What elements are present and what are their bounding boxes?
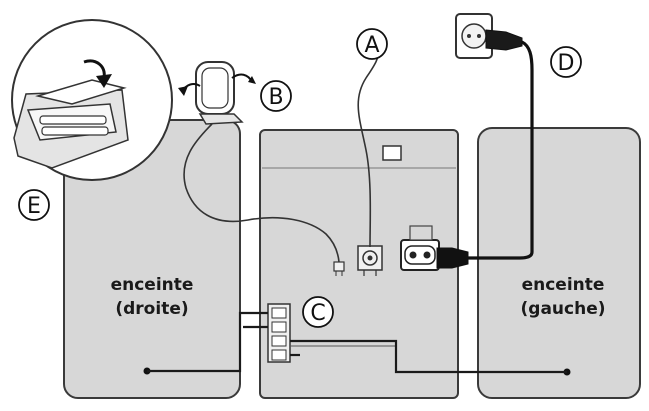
power-plug — [485, 29, 523, 51]
callout-e-label: E — [27, 194, 41, 219]
ac-pin-right — [423, 251, 431, 259]
callout-c-circle — [302, 296, 334, 328]
insert-arrow-head-icon — [96, 74, 112, 88]
ac-inlet-hood — [409, 225, 433, 241]
ac-inlet-inner — [404, 245, 436, 265]
callout-c-label: C — [310, 301, 325, 326]
am-loop-base — [198, 113, 244, 125]
speaker-cable-right — [147, 311, 268, 373]
battery-cell-2 — [41, 126, 109, 136]
speaker-cable-left — [290, 339, 567, 374]
power-connector — [436, 247, 469, 269]
rotate-arrow-left-head-icon — [178, 86, 188, 96]
callout-d-circle — [550, 46, 582, 78]
fm-wire-antenna — [357, 47, 380, 248]
speaker-left-panel — [477, 127, 641, 399]
callout-d-label: D — [558, 51, 575, 76]
battery-cell-1 — [39, 115, 107, 125]
speaker-right-label-line1: enceinte — [111, 275, 194, 295]
am-terminal-pins — [335, 271, 343, 276]
fm-jack-feet — [363, 270, 377, 276]
rotate-arrow-right-head-icon — [248, 76, 256, 84]
wall-outlet-hole-1 — [467, 34, 471, 38]
callout-a-label: A — [364, 33, 379, 58]
fm-jack-ring — [362, 250, 378, 266]
label-plate — [382, 145, 402, 161]
callout-b-circle — [260, 80, 292, 112]
ac-pin-left — [409, 251, 417, 259]
speaker-left-label-line1: enceinte — [522, 275, 605, 295]
speaker-terminal-2 — [271, 321, 287, 333]
speaker-terminal-3 — [271, 335, 287, 347]
power-cord — [466, 40, 534, 260]
speaker-terminal-1 — [271, 307, 287, 319]
am-loop-inner — [201, 67, 229, 109]
wall-outlet-hole-2 — [477, 34, 481, 38]
callout-b-label: B — [268, 85, 283, 110]
am-antenna-terminal — [333, 261, 345, 272]
speaker-right-label-line2: (droite) — [115, 299, 188, 319]
speaker-terminal-4 — [271, 349, 287, 361]
fm-jack-center — [367, 255, 373, 261]
battery-cover — [35, 79, 127, 105]
wall-outlet-face — [461, 23, 487, 49]
am-loop-wire — [183, 123, 340, 263]
callout-a-circle — [356, 28, 388, 60]
speaker-left-label-line2: (gauche) — [521, 299, 606, 319]
callout-e-circle — [18, 189, 50, 221]
